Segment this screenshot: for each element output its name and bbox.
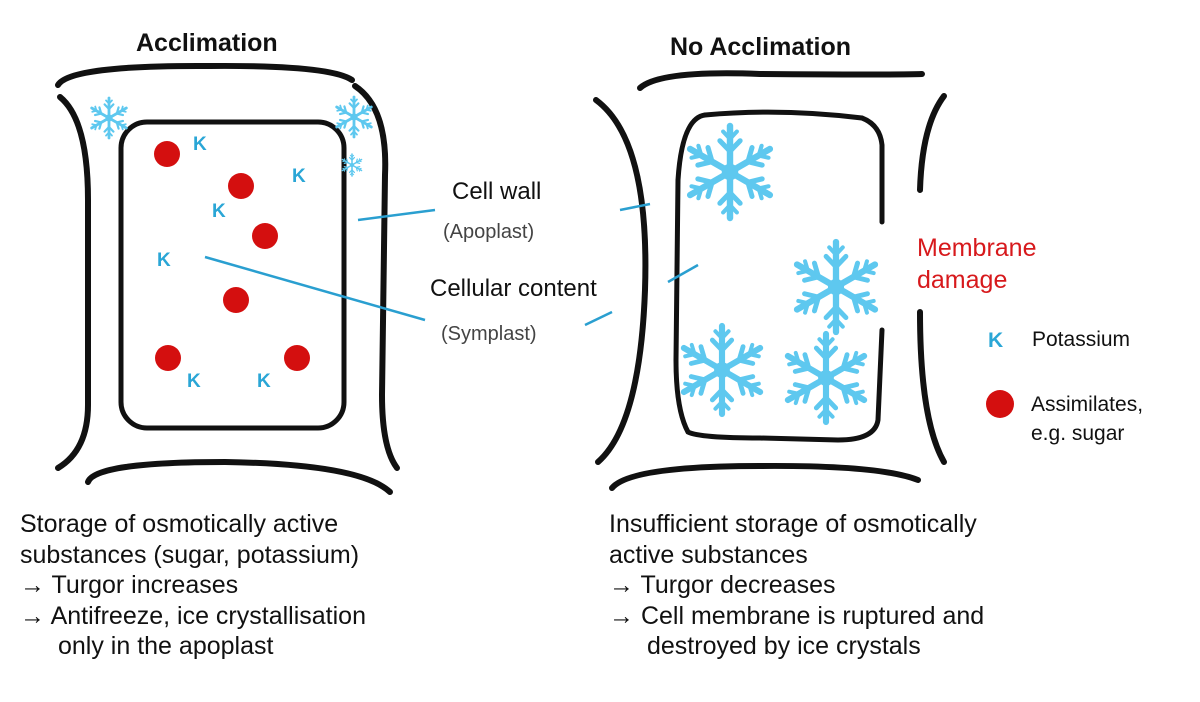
leader-content-left [204,255,426,322]
left-wall-right [352,83,400,471]
caption-line: active substances [609,540,808,569]
red-dot-icon [252,223,278,249]
left-cell [55,62,400,495]
symplast-label: (Symplast) [441,323,537,345]
caption-acclimation: Storage of osmotically active substances… [20,509,366,662]
caption-line: → Turgor increases [20,571,239,599]
leader-content-right [667,263,699,284]
left-wall-bottom [85,458,393,495]
potassium-marker: K [157,250,171,271]
apoplast-label: (Apoplast) [443,221,535,243]
caption-line: only in the apoplast [58,632,274,660]
right-membrane [673,112,885,443]
leader-cell-wall-right [619,202,651,212]
right-wall-top [637,70,925,91]
potassium-marker: K [193,134,207,155]
leader-lines [204,202,699,327]
cell-wall-label: Cell wall [448,178,546,206]
right-cell [593,70,947,491]
potassium-marker: K [257,371,271,392]
right-wall-bottom [609,462,921,491]
title-no-acclimation: No Acclimation [670,33,852,61]
caption-line: → Antifreeze, ice crystallisation [20,601,366,630]
legend-assimilates-line-2: e.g. sugar [1031,422,1125,445]
red-dot-icon [155,345,181,371]
right-wall-left [593,97,649,465]
left-wall-left [55,94,91,471]
right-wall-right-lower [917,309,947,465]
right-membrane-top [702,109,885,225]
membrane-damage-label: Membrane damage [917,232,1037,296]
caption-line: → Cell membrane is ruptured and [609,601,985,630]
title-acclimation: Acclimation [136,29,278,57]
snowflake-icon [89,98,128,138]
leader-cell-wall-left [357,208,436,222]
red-dot-icon [154,141,180,167]
membrane-damage-line-1: Membrane [917,234,1037,262]
membrane-damage-line-2: damage [917,266,1008,294]
caption-no-acclimation: Insufficient storage of osmotically acti… [609,509,984,662]
caption-line: substances (sugar, potassium) [20,540,360,569]
caption-line: destroyed by ice crystals [647,632,921,660]
red-dot-icon [284,345,310,371]
cellular-content-label: Cellular content [426,275,601,303]
snowflake-icon [685,126,775,218]
caption-line: Storage of osmotically active [20,510,339,538]
legend-assimilates-label: Assimilates, e.g. sugar [1031,390,1143,448]
potassium-marker: K [212,201,226,222]
caption-line: Insufficient storage of osmotically [609,510,977,538]
snowflake-icon [783,334,869,422]
right-wall-right-upper [917,93,947,193]
potassium-marker: K [187,371,201,392]
potassium-marker: K [292,166,306,187]
left-membrane [118,119,347,431]
snowflake-icon [792,242,880,332]
legend-potassium-icon: K [988,329,1004,352]
red-dot-icon [223,287,249,313]
snowflake-icon [679,326,765,414]
legend-potassium-label: Potassium [1032,328,1131,351]
caption-line: → Turgor decreases [609,571,836,599]
legend-assimilates-icon [986,390,1014,418]
legend-assimilates-line-1: Assimilates, [1031,393,1144,416]
red-dot-icon [228,173,254,199]
left-wall-top [55,62,355,88]
leader-symplast-right [584,310,613,327]
